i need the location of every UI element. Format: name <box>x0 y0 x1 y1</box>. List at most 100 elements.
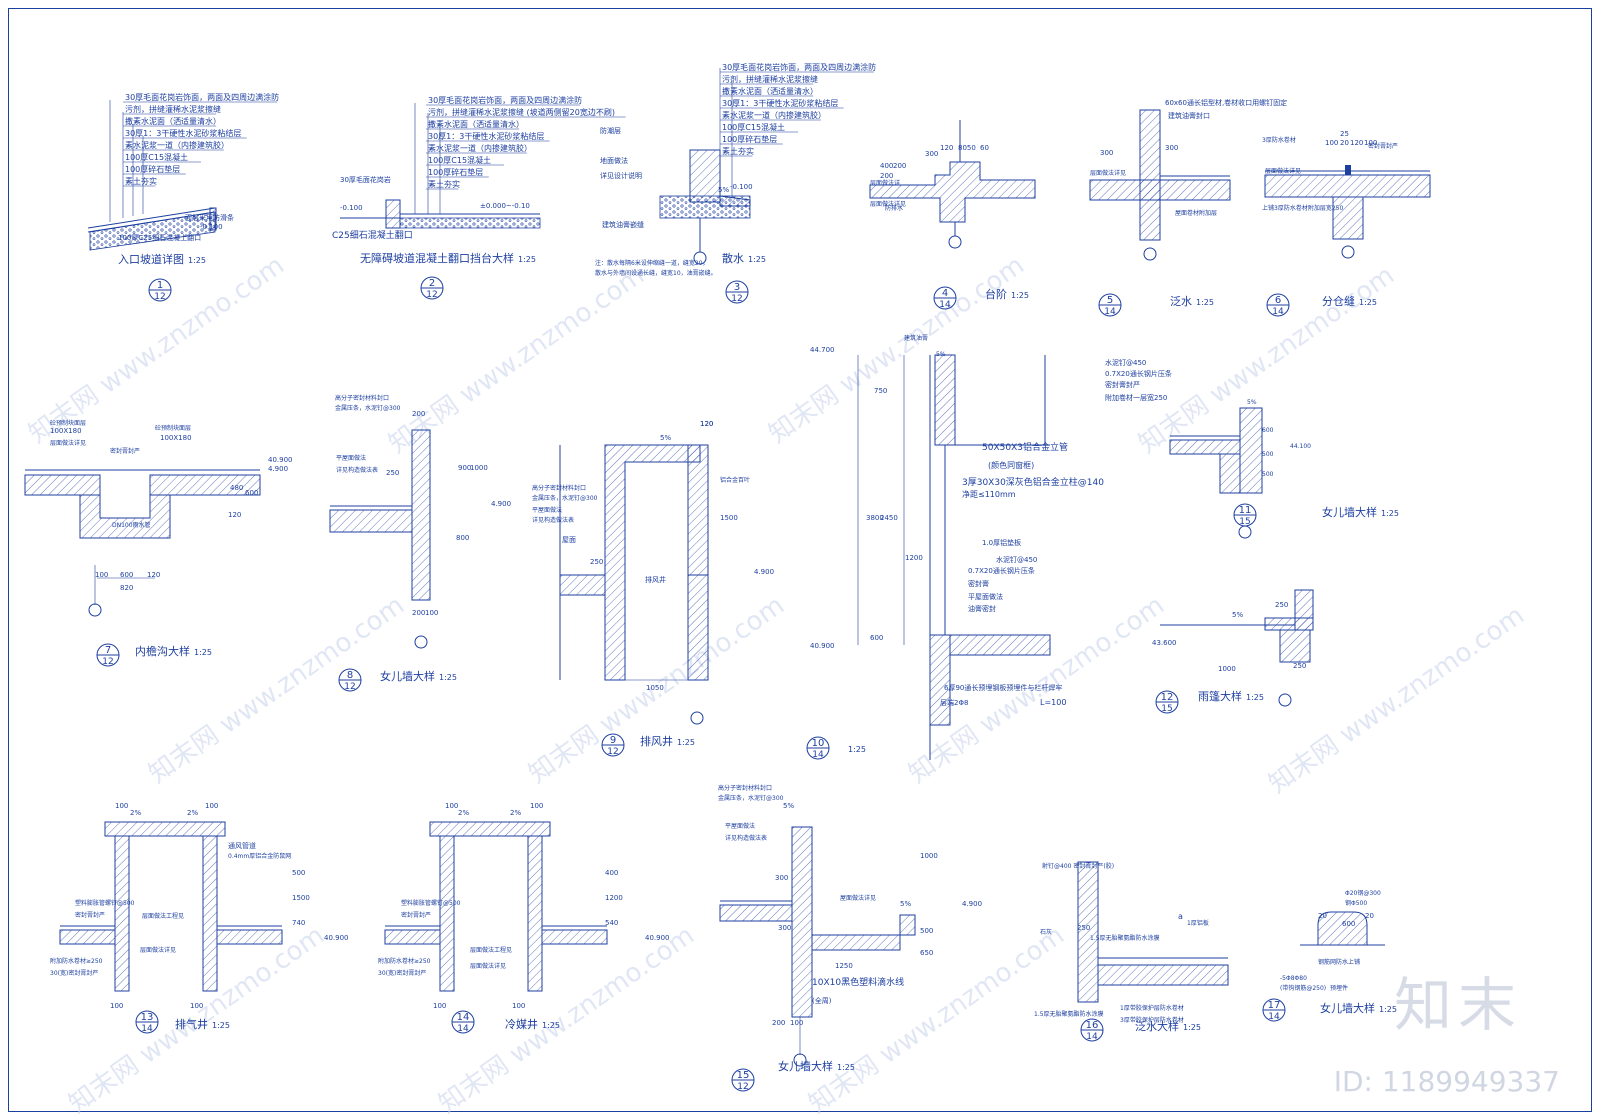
detail-14-label: 密封膏封严 <box>401 911 431 919</box>
detail-3-footnote: 注：散水每隔6米设伸缩缝一道，缝宽20， <box>595 259 708 267</box>
detail-10-label: 密封膏 <box>968 579 989 588</box>
detail-2-note: 100厚碎石垫层 <box>428 167 483 177</box>
detail-3-label: 5% <box>718 186 729 194</box>
detail-4-label: 60 <box>980 144 989 152</box>
detail-11-geometry <box>1169 407 1263 539</box>
detail-3-title: 散水 <box>722 251 744 265</box>
detail-8-label: 900 <box>458 464 471 472</box>
detail-15-label: (全周) <box>812 996 832 1005</box>
detail-13-label: 40.900 <box>324 934 349 942</box>
detail-sheet-number: 14 <box>141 1024 153 1034</box>
detail-15-label: 10X10黑色塑料滴水线 <box>812 976 904 988</box>
detail-number: 3 <box>734 282 740 293</box>
detail-9-label: 平屋面做法 <box>532 506 562 514</box>
detail-6-label: 密封膏封严 <box>1368 142 1398 150</box>
detail-8-label: 100 <box>425 609 438 617</box>
drawing-geometry <box>24 68 1431 1067</box>
detail-7-label: 层面做法详见 <box>50 439 86 447</box>
detail-number: 2 <box>429 278 435 289</box>
detail-15-label: 650 <box>920 949 933 957</box>
detail-2-geometry <box>340 103 541 229</box>
detail-13-label: 通风管道 <box>228 841 256 850</box>
detail-13-tag <box>135 1010 159 1034</box>
detail-sheet-number: 12 <box>731 294 742 304</box>
detail-5-label: 60x60通长铝型材,卷材收口用螺钉固定 <box>1165 98 1287 107</box>
detail-17-label: (带钩钢筋@250) <box>1280 984 1326 992</box>
detail-9-tag <box>601 733 625 757</box>
detail-4-tag <box>933 286 957 310</box>
detail-7-label: 100X180 <box>50 427 82 435</box>
detail-2-label: 30厚毛面花岗岩 <box>340 175 391 184</box>
detail-4-scale: 1:25 <box>1011 291 1029 300</box>
detail-7-label: 120 <box>228 511 241 519</box>
detail-9-label: 250 <box>590 558 603 566</box>
detail-8-label: 200 <box>412 410 425 418</box>
detail-16-label: 石灰 <box>1040 928 1052 936</box>
detail-8-label: 200 <box>412 609 425 617</box>
detail-3-geometry <box>659 68 751 265</box>
detail-12-label: 5% <box>1232 611 1243 619</box>
detail-15-label: 100 <box>790 1019 803 1027</box>
detail-14-label: 附加防水卷材≥250 <box>378 957 431 965</box>
detail-1-note: 素水泥浆一道（内掺建筑胶） <box>125 140 229 150</box>
detail-17-tag <box>1262 998 1286 1022</box>
detail-5-scale: 1:25 <box>1196 298 1214 307</box>
detail-8-label: 金属压条，水泥钉@300 <box>335 404 401 412</box>
asset-id: ID: 1189949337 <box>1333 1065 1560 1098</box>
detail-13-label: 100 <box>110 1002 123 1010</box>
detail-3-label: 详见设计说明 <box>600 171 642 180</box>
detail-6-label: 上铺3厚防水卷材附加层宽250 <box>1262 204 1343 212</box>
brand-logo: 知末 <box>1393 971 1522 1039</box>
detail-11-label: 0.7X20通长钢片压条 <box>1105 369 1172 378</box>
detail-14-label: 2% <box>458 809 469 817</box>
detail-12-label: 250 <box>1275 601 1288 609</box>
detail-5-label: 层面做法详见 <box>1090 169 1126 177</box>
detail-10-label: 1200 <box>905 554 923 562</box>
detail-15-label: 高分子密封材料封口 <box>718 784 772 792</box>
detail-1-note: 污剂，拼缝灌稀水泥浆擦缝 <box>125 104 221 114</box>
detail-13-label: 塑料膨胀管螺钉@500 <box>75 899 135 907</box>
detail-2-label: ±0.000~-0.10 <box>480 202 530 210</box>
detail-17-label: 600 <box>1342 920 1355 928</box>
detail-8-label: 4.900 <box>491 500 511 508</box>
detail-14-label: 塑料膨胀管螺钉@500 <box>401 899 461 907</box>
detail-number: 7 <box>105 645 111 656</box>
detail-15-tag <box>731 1068 755 1092</box>
detail-7-geometry <box>24 469 261 617</box>
detail-2-note: 30厚1：3干硬性水泥砂浆粘结层 <box>428 131 544 141</box>
detail-2-label: C25细石混凝土翻口 <box>332 229 413 241</box>
detail-sheet-number: 14 <box>1268 1012 1280 1022</box>
detail-12-label: 250 <box>1293 662 1306 670</box>
detail-11-label: 水泥钉@450 <box>1105 358 1146 367</box>
detail-14-tag <box>451 1010 475 1034</box>
detail-14-scale: 1:25 <box>542 1021 560 1030</box>
detail-16-label: 1厚带胶保护层防水卷材 <box>1120 1004 1184 1012</box>
detail-11-label: 密封膏封严 <box>1105 380 1140 389</box>
detail-4-label: 8050 <box>958 144 976 152</box>
detail-10-label: 水泥钉@450 <box>996 555 1037 564</box>
detail-3-note: 30厚毛面花岗岩饰面，两面及四周边满涂防 <box>722 62 876 72</box>
detail-12-label: 43.600 <box>1152 639 1177 647</box>
detail-2-note: 30厚毛面花岗岩饰面，两面及四周边满涂防 <box>428 95 582 105</box>
detail-10-label: 层端2Φ8 <box>940 698 968 707</box>
detail-15-label: 300 <box>775 874 788 882</box>
detail-17-label: -5Φ8Φ80 <box>1280 975 1307 982</box>
detail-number: 15 <box>737 1070 750 1081</box>
detail-3-tag <box>725 280 749 304</box>
detail-16-tag <box>1080 1018 1104 1042</box>
detail-11-label: 500 <box>1262 451 1274 458</box>
detail-15-geometry <box>719 826 916 1067</box>
detail-16-label: 射钉@400 密封膏封严(胶) <box>1042 862 1114 870</box>
detail-6-label: 100 <box>1325 139 1338 147</box>
detail-1-note: 100厚C15混凝土 <box>125 152 188 162</box>
detail-10-label: 6厚90通长预埋钢板预埋件与栏杆焊牢 <box>944 683 1062 692</box>
detail-16-label: 1.5厚无胎聚氨酯防水涂膜 <box>1034 1010 1104 1018</box>
detail-1-scale: 1:25 <box>188 256 206 265</box>
detail-15-label: 屋面做法详见 <box>840 894 876 902</box>
detail-14-label: 1200 <box>605 894 623 902</box>
detail-3-label: 防潮层 <box>600 126 621 135</box>
detail-7-title: 内檐沟大样 <box>135 644 190 658</box>
detail-15-label: 5% <box>900 900 911 908</box>
detail-11-label: 500 <box>1262 471 1274 478</box>
